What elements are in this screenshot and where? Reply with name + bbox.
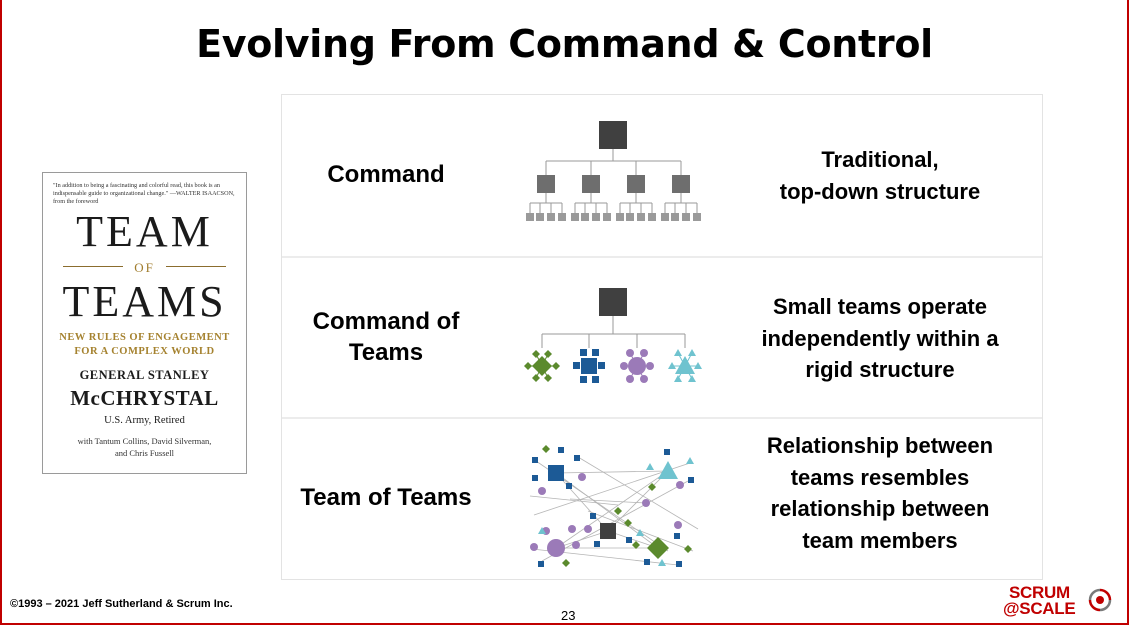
blue-team-icon	[573, 349, 605, 383]
book-coauthors-line1: with Tantum Collins, David Silverman,	[77, 436, 212, 446]
row-description: Traditional, top-down structure	[729, 144, 1031, 207]
book-cover-image: "In addition to being a fascinating and …	[42, 172, 247, 474]
row-label-line: Command	[327, 161, 445, 188]
book-coauthors: with Tantum Collins, David Silverman, an…	[43, 435, 246, 459]
book-author-rank: U.S. Army, Retired	[104, 415, 185, 426]
row-description-line: Relationship between	[766, 433, 994, 458]
row-description-line: Small teams operate	[773, 294, 987, 319]
book-title-of-row: OF	[63, 259, 226, 275]
network-diagram	[529, 445, 699, 567]
row-description: Small teams operate independently within…	[729, 291, 1031, 386]
copyright-text: ©1993 – 2021 Jeff Sutherland & Scrum Inc…	[10, 598, 233, 610]
row-description-line: rigid structure	[805, 357, 955, 382]
logo-line1: SCRUM	[1009, 583, 1070, 602]
logo-cycle-icon	[1088, 588, 1112, 612]
team-hierarchy-diagram	[524, 288, 702, 383]
book-author-line2: McCHRYSTAL	[70, 386, 219, 410]
book-subtitle: NEW RULES OF ENGAGEMENT FOR A COMPLEX WO…	[43, 331, 246, 359]
row-description: Relationship between teams resembles rel…	[729, 430, 1031, 556]
book-blurb: "In addition to being a fascinating and …	[53, 182, 235, 205]
comparison-table: Command	[281, 94, 1043, 580]
table-row-command-of-teams: Command of Teams	[282, 258, 1042, 419]
page-number: 23	[561, 608, 576, 623]
row-description-line: Traditional,	[821, 147, 939, 172]
logo-line2: @SCALE	[1003, 599, 1076, 618]
book-title-line1: TEAM	[76, 207, 213, 256]
book-title-of: OF	[134, 260, 155, 275]
row-label: Command	[282, 159, 490, 190]
row-label-line: Command of	[312, 308, 460, 335]
book-author-line1: GENERAL STANLEY	[79, 368, 210, 382]
slide-title: Evolving From Command & Control	[196, 22, 933, 66]
row-label-line: Teams	[348, 339, 424, 366]
row-label: Command of Teams	[282, 306, 490, 368]
book-subtitle-line2: FOR A COMPLEX WORLD	[74, 346, 215, 357]
row-description-line: independently within a	[761, 325, 999, 351]
purple-team-icon	[620, 349, 654, 383]
teal-team-icon	[668, 349, 702, 382]
book-divider-left	[63, 266, 123, 267]
green-team-icon	[524, 350, 560, 382]
table-row-command: Command	[282, 95, 1042, 258]
book-subtitle-line1: NEW RULES OF ENGAGEMENT	[59, 332, 230, 343]
row-label-line: Team of Teams	[300, 484, 472, 511]
book-title-line2: TEAMS	[62, 277, 227, 326]
book-coauthors-line2: and Chris Fussell	[114, 448, 175, 458]
scrum-at-scale-logo: SCRUM @SCALE	[1003, 584, 1115, 618]
row-description-line: teams resembles	[790, 464, 970, 490]
row-label: Team of Teams	[282, 482, 490, 513]
book-divider-right	[166, 266, 226, 267]
table-row-team-of-teams: Team of Teams	[282, 419, 1042, 579]
row-description-line: top-down structure	[779, 178, 981, 204]
row-description-line: relationship between	[770, 496, 990, 521]
hierarchy-diagram	[526, 121, 701, 221]
row-description-line: team members	[802, 527, 958, 553]
